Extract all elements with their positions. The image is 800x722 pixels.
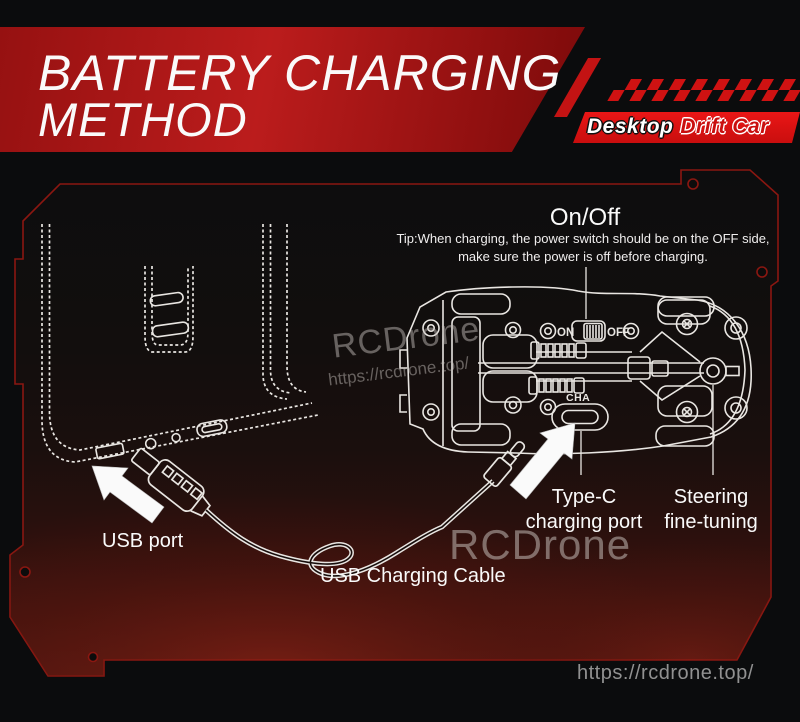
charging-tip-line2: make sure the power is off before chargi… <box>458 249 708 264</box>
page-title-line2: METHOD <box>38 93 248 146</box>
footer-site-url: https://rcdrone.top/ <box>577 662 754 684</box>
steering-trim-knob <box>699 357 740 385</box>
arrow-to-usb-port <box>91 465 165 524</box>
charge-port-label: CHA <box>566 392 590 404</box>
charging-tip-line1: Tip:When charging, the power switch shou… <box>396 231 770 246</box>
type-c-plug <box>483 441 526 488</box>
wheel-front-left <box>451 293 511 315</box>
usb-charging-cable <box>204 479 495 579</box>
arrow-to-type-c-port <box>509 422 576 500</box>
phillips-screw-bottom <box>675 400 699 424</box>
charging-tip: Tip:When charging, the power switch shou… <box>396 230 769 266</box>
wheel-front-bottom <box>451 423 511 446</box>
panel-screw-holes <box>19 178 768 663</box>
laptop-line-art <box>41 224 319 463</box>
checkered-flag-icon <box>607 79 800 101</box>
steering-callout-line1: Steering <box>673 486 749 508</box>
switch-on-label: ON <box>557 327 574 339</box>
leader-lines <box>580 267 714 475</box>
type-c-callout-line1: Type-C <box>551 486 617 508</box>
cv-boot-front <box>530 341 587 360</box>
usb-cable-callout: USB Charging Cable <box>320 565 506 587</box>
laptop-vents <box>149 291 190 338</box>
car-body-outline <box>406 286 752 455</box>
type-c-callout-line2: charging port <box>525 511 643 533</box>
watermark-bottom-brand: RCDrone <box>449 521 632 568</box>
usb-plug <box>130 447 212 517</box>
car-chassis-line-art <box>399 286 752 455</box>
usb-port-callout: USB port <box>102 530 184 552</box>
brand-name-part2: Drift Car <box>680 115 769 138</box>
laptop-ports <box>95 419 228 460</box>
usb-port-outline <box>95 442 125 460</box>
page-title-line1: BATTERY CHARGING <box>38 45 562 101</box>
type-c-callout: Type-C charging port <box>526 485 643 535</box>
steering-callout: Steering fine-tuning <box>664 485 757 535</box>
brand-name-part1: Desktop <box>587 115 674 138</box>
steering-callout-line2: fine-tuning <box>664 511 758 533</box>
brand-logo-band: Desktop Drift Car <box>573 112 800 143</box>
phillips-screw-top <box>675 312 699 336</box>
switch-off-label: OFF <box>607 327 630 339</box>
header-banner <box>0 27 585 152</box>
cv-boot-rear <box>528 376 585 395</box>
on-off-title: On/Off <box>549 204 621 231</box>
audio-jack-icon <box>144 437 157 450</box>
type-c-port <box>551 403 609 431</box>
power-switch <box>539 320 640 342</box>
